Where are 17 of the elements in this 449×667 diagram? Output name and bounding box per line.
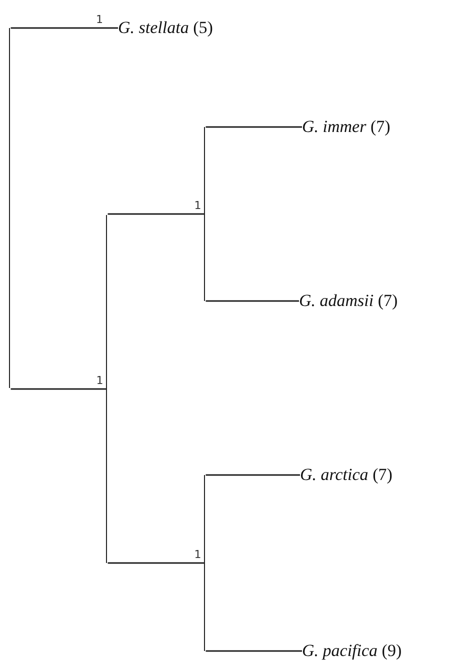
- tree-branch: [206, 474, 300, 476]
- species-label: G. arctica (7): [300, 465, 392, 485]
- species-label: G. pacifica (9): [302, 641, 402, 661]
- tree-branch: [206, 300, 299, 302]
- tree-branch: [108, 213, 204, 215]
- tree-branch: [206, 650, 302, 652]
- species-label: G. adamsii (7): [299, 291, 398, 311]
- support-value: 1: [96, 14, 103, 26]
- support-value: 1: [96, 375, 104, 387]
- support-value: 1: [194, 549, 202, 561]
- tree-branch: [108, 562, 204, 564]
- species-label: G. stellata (5): [118, 18, 213, 38]
- species-label: G. immer (7): [302, 117, 390, 137]
- tree-branch: [10, 388, 106, 390]
- support-value: 1: [194, 200, 202, 212]
- tree-branch: [10, 27, 118, 29]
- tree-branch: [206, 126, 302, 128]
